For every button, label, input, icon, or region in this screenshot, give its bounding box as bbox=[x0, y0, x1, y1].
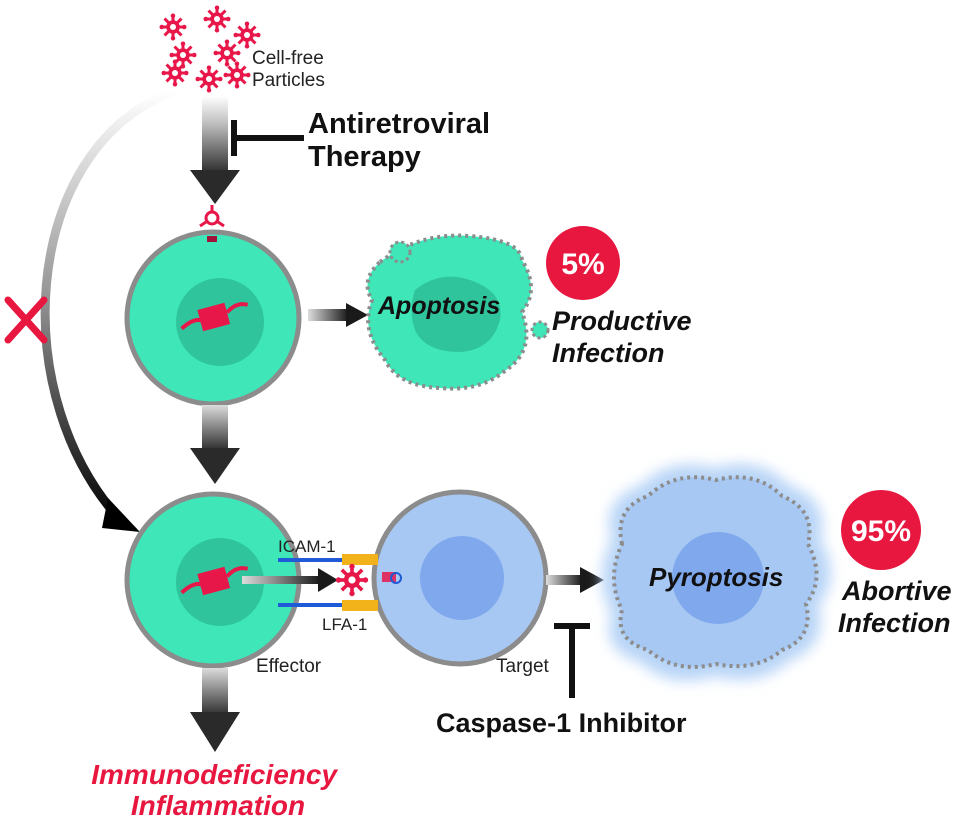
art-inhibition-bar bbox=[231, 120, 304, 156]
arrow-to-pyroptosis bbox=[546, 567, 604, 593]
productive-label: Productive Infection bbox=[552, 306, 699, 368]
abortive-label: Abortive Infection bbox=[838, 576, 959, 638]
apoptotic-cell bbox=[365, 233, 550, 391]
pct-productive: 5% bbox=[561, 248, 604, 281]
synapse-virus-icon bbox=[335, 563, 369, 597]
curved-arrowhead bbox=[102, 498, 140, 532]
entering-virus-icon bbox=[382, 572, 402, 584]
viral-genome-icon bbox=[180, 566, 249, 596]
pyroptosis-label: Pyroptosis bbox=[649, 562, 783, 592]
effector-label: Effector bbox=[256, 656, 322, 677]
icam-lfa-synapse bbox=[278, 554, 378, 611]
viral-genome-icon bbox=[180, 302, 249, 332]
curved-arrow bbox=[40, 87, 177, 530]
apoptosis-label: Apoptosis bbox=[377, 292, 500, 320]
icam-label: ICAM-1 bbox=[278, 537, 336, 556]
infected-cell-top bbox=[124, 205, 302, 407]
cell-free-label: Cell-free Particles bbox=[252, 48, 329, 91]
arrow-down-middle bbox=[190, 405, 240, 484]
effector-cell bbox=[124, 491, 302, 669]
caspase-inhibition-bar bbox=[554, 623, 590, 698]
target-cell bbox=[371, 489, 549, 667]
pct-abortive: 95% bbox=[851, 515, 911, 548]
art-label: Antiretroviral Therapy bbox=[308, 108, 498, 173]
lfa-label: LFA-1 bbox=[322, 615, 367, 634]
caspase-label: Caspase-1 Inhibitor bbox=[436, 708, 687, 738]
blocked-x-icon bbox=[4, 296, 48, 344]
target-label: Target bbox=[496, 656, 550, 677]
badge-95pct bbox=[841, 490, 921, 570]
arrow-entry bbox=[190, 96, 240, 204]
arrow-transfer bbox=[242, 568, 338, 592]
badge-5pct bbox=[546, 226, 620, 300]
outcome-label: Immunodeficiency Inflammation bbox=[91, 759, 345, 820]
pyroptotic-cell bbox=[602, 464, 831, 681]
cell-free-particles bbox=[159, 5, 261, 93]
arrow-down-bottom bbox=[190, 668, 240, 752]
budding-virus-icon bbox=[199, 205, 225, 242]
arrow-to-apoptosis bbox=[308, 303, 368, 327]
